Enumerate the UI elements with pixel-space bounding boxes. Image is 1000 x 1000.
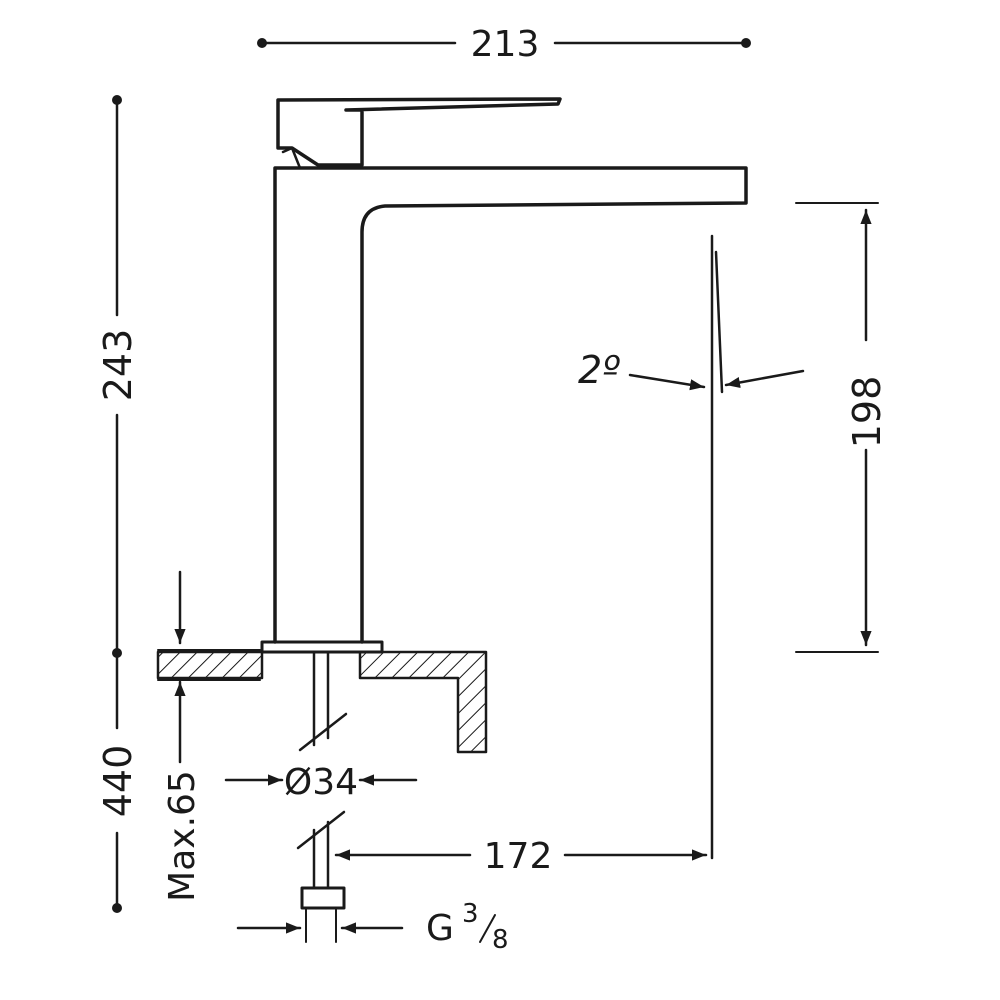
stream-angled-line <box>714 250 724 394</box>
break-mark-lower <box>296 810 346 850</box>
faucet-lever-handle <box>276 97 562 167</box>
dimension-hole-diameter: Ø34 <box>224 762 418 803</box>
countertop-right-outline <box>358 650 488 754</box>
faucet-body <box>260 97 748 654</box>
dimension-spout-reach: 172 <box>334 836 708 877</box>
dimension-hose-length: 440 <box>96 651 140 913</box>
dimension-label-g-numerator: 3 <box>462 899 479 929</box>
dimension-max-deck-thickness: Max.65 <box>157 570 261 902</box>
water-stream-angle: 2º <box>578 234 805 860</box>
hose-connector-nut <box>300 886 346 910</box>
dimension-label-max65: Max.65 <box>162 770 203 902</box>
faucet-body-spout <box>273 166 748 644</box>
dimension-label-d34: Ø34 <box>284 762 358 803</box>
dimension-spout-height: 198 <box>795 202 889 653</box>
faucet-base-plate <box>260 640 384 654</box>
dimension-label-172: 172 <box>484 836 553 877</box>
arrow-angle-right <box>724 369 805 389</box>
countertop-left-outline <box>156 650 264 680</box>
dimension-overall-width: 213 <box>257 24 751 65</box>
dimension-connection-thread: G 3 8 <box>236 899 509 955</box>
dimension-label-213: 213 <box>471 24 540 65</box>
dimension-label-440: 440 <box>96 745 140 818</box>
countertop-right-hatch <box>360 652 486 752</box>
dimension-total-height: 243 <box>96 95 140 658</box>
break-mark-upper <box>298 712 348 752</box>
arrow-angle-left <box>628 373 706 391</box>
countertop-left-hatch <box>158 652 262 678</box>
dimension-label-g-denominator: 8 <box>492 925 509 955</box>
handle-joint-detail <box>281 146 302 170</box>
fraction-slash <box>479 914 496 943</box>
countertop <box>156 650 488 754</box>
dimension-label-g: G <box>426 908 454 949</box>
dimension-label-198: 198 <box>845 376 889 449</box>
faucet-shank-hose <box>296 650 348 943</box>
dimension-label-2deg: 2º <box>578 348 620 392</box>
dimension-label-243: 243 <box>96 329 140 402</box>
